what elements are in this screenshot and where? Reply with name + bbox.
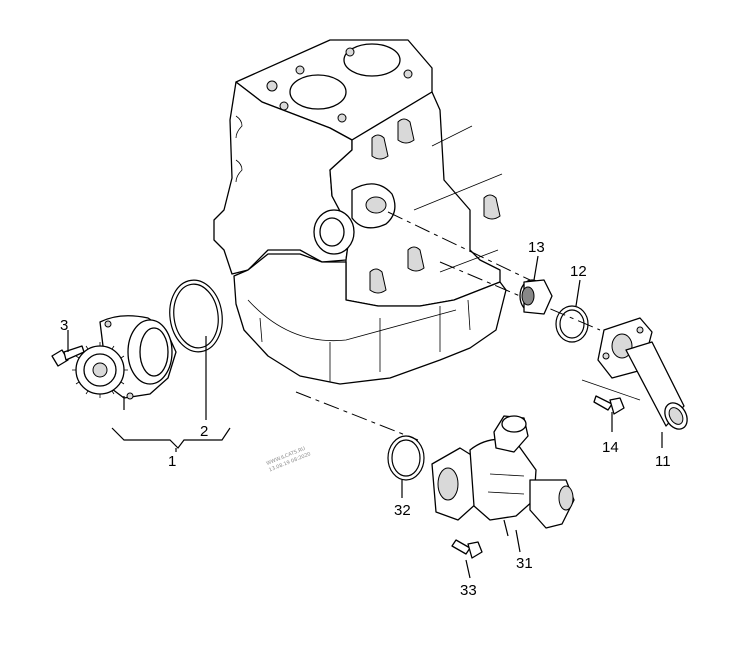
leader-lines: [67, 255, 663, 579]
o-ring-32: [387, 435, 425, 481]
callout-31[interactable]: 31: [516, 555, 533, 572]
seal-12: [555, 305, 589, 343]
water-pump: [72, 315, 177, 410]
thermostat-13: [519, 279, 553, 315]
callout-32[interactable]: 32: [394, 502, 411, 519]
callout-1[interactable]: 1: [168, 453, 176, 470]
bolt-3: [51, 345, 85, 367]
assembly-centerlines: [295, 125, 641, 441]
bolt-14: [593, 395, 625, 415]
callout-14[interactable]: 14: [602, 439, 619, 456]
callout-3[interactable]: 3: [60, 317, 68, 334]
callout-labels: 1 2 3 11 12 13 14 31 32 33: [60, 239, 671, 599]
engine-block: [213, 39, 507, 385]
o-ring-2: [169, 279, 223, 353]
callout-2[interactable]: 2: [200, 423, 208, 440]
thermostat-housing-31: [431, 415, 575, 537]
callout-12[interactable]: 12: [570, 263, 587, 280]
callout-13[interactable]: 13: [528, 239, 545, 256]
coolant-flange-11: [597, 317, 688, 430]
callout-33[interactable]: 33: [460, 582, 477, 599]
bolt-33: [451, 539, 483, 559]
callout-11[interactable]: 11: [655, 453, 671, 470]
watermark: WWW.ILCATS.RU 13.08.19 08:2020: [265, 446, 311, 474]
